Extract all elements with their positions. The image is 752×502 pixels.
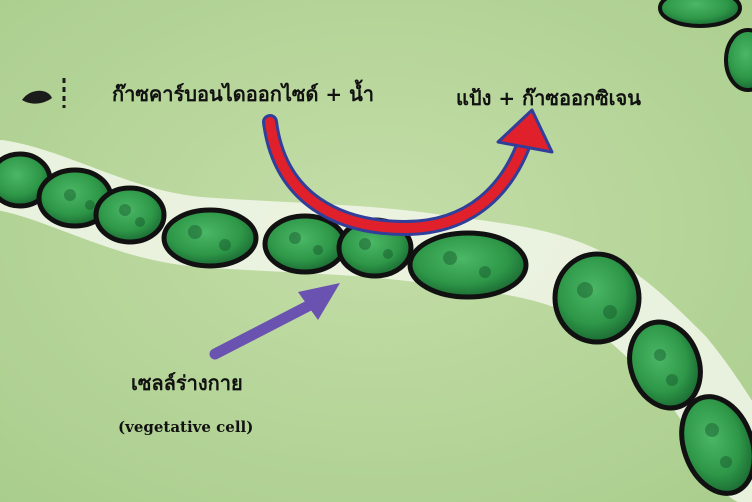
cell [410, 233, 526, 297]
cell [265, 216, 345, 272]
vegetative-cell-english-label: (vegetative cell) [118, 418, 253, 436]
cell [164, 210, 256, 266]
products-label: แป้ง + ก๊าซออกซิเจน [456, 82, 641, 114]
reactants-label: ก๊าซคาร์บอนไดออกไซด์ + น้ำ [112, 78, 374, 110]
heterocyst-cell [555, 254, 639, 342]
cell [96, 188, 164, 242]
vegetative-cell-thai-label: เซลล์ร่างกาย [131, 367, 243, 399]
